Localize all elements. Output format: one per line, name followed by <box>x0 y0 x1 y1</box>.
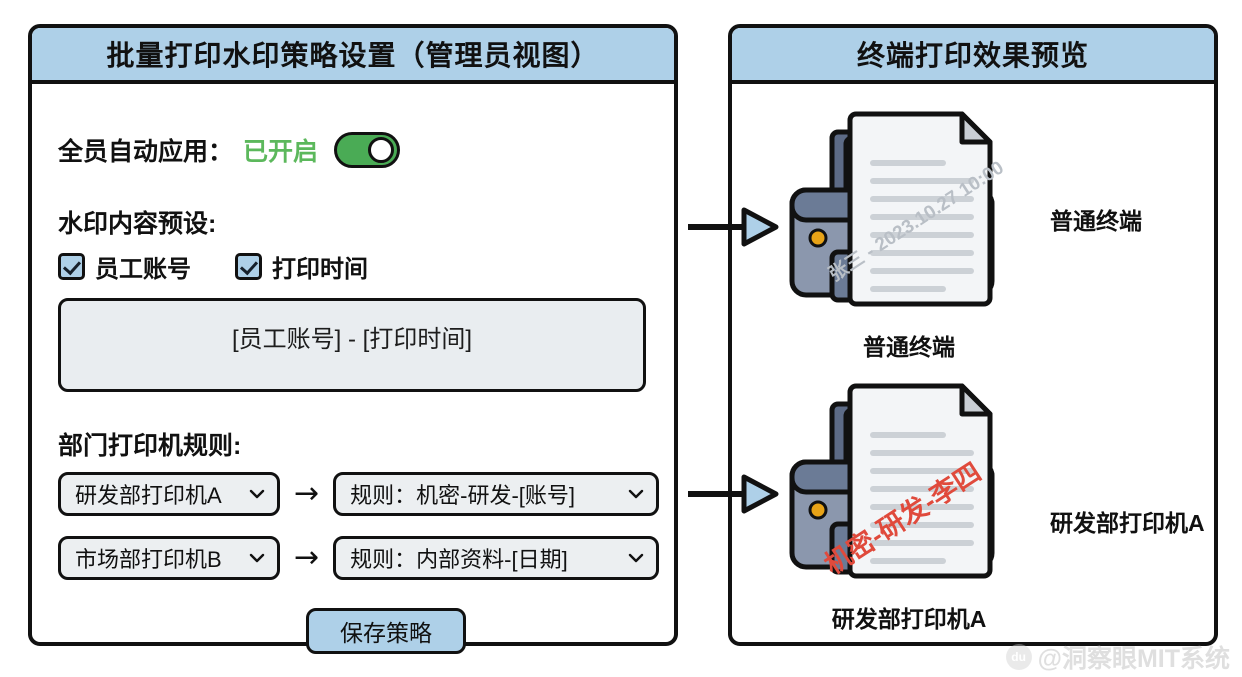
watermark-pattern-text: [员工账号] - [打印时间] <box>232 326 472 353</box>
preview-side-label-normal: 普通终端 <box>1050 208 1142 234</box>
dept-rules-label: 部门打印机规则: <box>58 432 242 460</box>
checkbox-label-print-time: 打印时间 <box>272 256 368 283</box>
source-watermark: du @洞察眼MIT系统 <box>1005 639 1230 675</box>
preview-item-normal-terminal: 张三 - 2023.10.27 10:00 普通终端 普通终端 <box>732 102 1214 382</box>
rule-select-2[interactable]: 规则：内部资料-[日期] <box>333 536 660 580</box>
dept-rule-row: 研发部打印机A → 规则：机密-研发-[账号] <box>58 472 660 516</box>
preview-item-rd-printer: 机密-研发-李四 研发部打印机A 研发部打印机A <box>732 374 1214 664</box>
watermark-pattern-preview: [员工账号] - [打印时间] <box>58 298 646 392</box>
dept-rule-row: 市场部打印机B → 规则：内部资料-[日期] <box>58 536 660 580</box>
auto-apply-toggle[interactable] <box>334 132 401 168</box>
admin-panel-header: 批量打印水印策略设置（管理员视图） <box>32 28 674 84</box>
preview-caption-rd-printer: 研发部打印机A <box>831 606 987 632</box>
preview-panel: 终端打印效果预览 <box>728 24 1218 646</box>
baidu-logo-icon: du <box>1005 644 1032 670</box>
printer-select-2[interactable]: 市场部打印机B <box>58 536 280 580</box>
admin-panel-body: 全员自动应用： 已开启 水印内容预设: 员工账号 打印时间 [员工账号] - [… <box>32 84 674 654</box>
preview-panel-body: 张三 - 2023.10.27 10:00 普通终端 普通终端 <box>732 84 1214 642</box>
chevron-down-icon <box>628 550 644 566</box>
checkbox-label-employee-account: 员工账号 <box>95 256 191 283</box>
rule-arrow-icon: → <box>294 540 320 575</box>
printer-icon <box>784 374 1034 604</box>
printer-select-2-value: 市场部打印机B <box>75 547 222 572</box>
rule-select-2-value: 规则：内部资料-[日期] <box>350 547 568 572</box>
auto-apply-row: 全员自动应用： 已开启 <box>58 132 401 168</box>
watermark-preset-label: 水印内容预设: <box>58 210 217 238</box>
save-policy-button[interactable]: 保存策略 <box>306 608 466 654</box>
rule-select-1[interactable]: 规则：机密-研发-[账号] <box>333 472 660 516</box>
checkbox-checked-icon[interactable] <box>235 253 262 280</box>
auto-apply-label: 全员自动应用： <box>58 138 234 166</box>
rule-arrow-icon: → <box>294 476 320 511</box>
printer-select-1[interactable]: 研发部打印机A <box>58 472 280 516</box>
preview-panel-header: 终端打印效果预览 <box>732 28 1214 84</box>
admin-panel-title: 批量打印水印策略设置（管理员视图） <box>106 40 600 71</box>
source-watermark-name: @洞察眼MIT系统 <box>1037 645 1230 673</box>
connector-arrow-top <box>688 207 780 247</box>
admin-panel: 批量打印水印策略设置（管理员视图） 全员自动应用： 已开启 水印内容预设: 员工… <box>28 24 678 654</box>
rule-select-1-value: 规则：机密-研发-[账号] <box>350 483 576 508</box>
watermark-checkbox-row: 员工账号 打印时间 <box>58 249 368 284</box>
preview-side-label-rd-printer: 研发部打印机A <box>1050 510 1205 536</box>
chevron-down-icon <box>628 486 644 502</box>
printer-select-1-value: 研发部打印机A <box>75 483 222 508</box>
save-policy-button-label: 保存策略 <box>340 620 432 646</box>
checkbox-employee-account[interactable]: 员工账号 <box>58 249 191 284</box>
preview-panel-title: 终端打印效果预览 <box>856 40 1089 71</box>
toggle-knob <box>368 137 395 163</box>
chevron-down-icon <box>249 550 265 566</box>
checkbox-print-time[interactable]: 打印时间 <box>235 249 368 284</box>
printer-icon <box>784 102 1034 332</box>
auto-apply-status: 已开启 <box>243 138 319 166</box>
chevron-down-icon <box>249 486 265 502</box>
connector-arrow-bottom <box>688 474 780 514</box>
checkbox-checked-icon[interactable] <box>58 253 85 280</box>
preview-caption-normal: 普通终端 <box>863 334 955 360</box>
